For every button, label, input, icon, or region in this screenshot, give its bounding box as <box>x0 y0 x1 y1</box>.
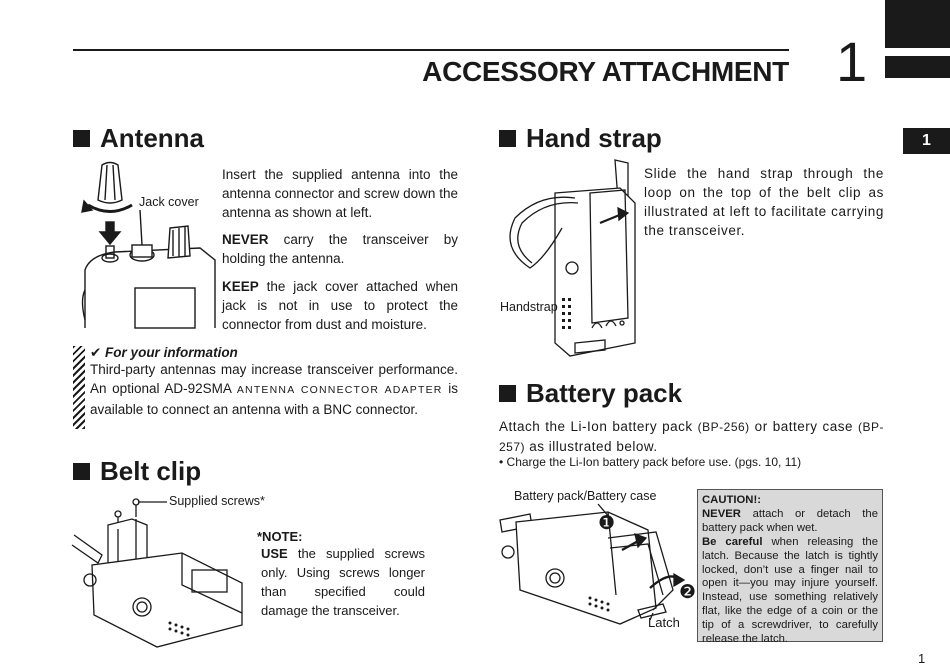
header-rule <box>73 49 789 51</box>
section-square-icon <box>73 463 90 480</box>
supplied-screws-label: Supplied screws* <box>169 494 265 508</box>
fyi-title: ✔ For your information <box>90 345 238 360</box>
fyi-text: Third-party antennas may increase transc… <box>90 362 458 417</box>
page-title: ACCESSORY ATTACHMENT <box>422 56 789 87</box>
antenna-keep-text: KEEP the jack cover attached when jack i… <box>222 279 458 332</box>
step-2-marker: ❷ <box>679 582 697 603</box>
chapter-tab-block-bottom <box>885 56 950 78</box>
caution-box: CAUTION!: NEVER attach or detach the bat… <box>697 489 883 646</box>
belt-clip-note-text: USE the supplied screws only. Using scre… <box>261 546 425 618</box>
belt-clip-note-title: *NOTE: <box>257 529 303 544</box>
fyi-hatch-bar <box>73 346 85 429</box>
handstrap-label: Handstrap <box>500 300 558 314</box>
battery-pack-illustration <box>499 503 686 625</box>
section-square-icon <box>499 130 516 147</box>
antenna-never-text: NEVER carry the transceiver by holding t… <box>222 232 458 266</box>
antenna-heading: Antenna <box>73 123 204 154</box>
antenna-intro-text: Insert the supplied antenna into the ant… <box>222 167 458 220</box>
antenna-illustration <box>81 161 216 329</box>
chapter-tab-block-top <box>885 0 950 48</box>
battery-pack-bullet: • Charge the Li-Ion battery pack before … <box>499 455 802 469</box>
side-chapter-tab[interactable]: 1 <box>903 128 950 154</box>
hand-strap-heading: Hand strap <box>499 123 662 154</box>
battery-pack-heading: Battery pack <box>499 378 682 409</box>
page-number: 1 <box>918 651 926 666</box>
step-1-marker: ❶ <box>598 513 616 534</box>
latch-label: Latch <box>648 615 680 630</box>
belt-clip-illustration <box>71 498 243 648</box>
fyi-smallcaps: ANTENNA CONNECTOR ADAPTER <box>236 384 443 396</box>
hand-strap-text: Slide the hand strap through the loop on… <box>644 166 884 238</box>
caution-careful-text: when releasing the latch. Because the la… <box>702 535 878 646</box>
jack-cover-label: Jack cover <box>139 195 199 209</box>
caution-never-text: attach or detach the battery pack when w… <box>702 507 878 534</box>
hand-strap-illustration <box>509 159 636 357</box>
belt-clip-heading: Belt clip <box>73 456 201 487</box>
battery-pack-text: Attach the Li-Ion battery pack (BP-256) … <box>499 419 884 454</box>
battery-pack-case-label: Battery pack/Battery case <box>514 489 657 503</box>
section-square-icon <box>73 130 90 147</box>
caution-title: CAUTION!: <box>702 494 761 506</box>
chapter-number: 1 <box>836 30 868 93</box>
section-square-icon <box>499 385 516 402</box>
